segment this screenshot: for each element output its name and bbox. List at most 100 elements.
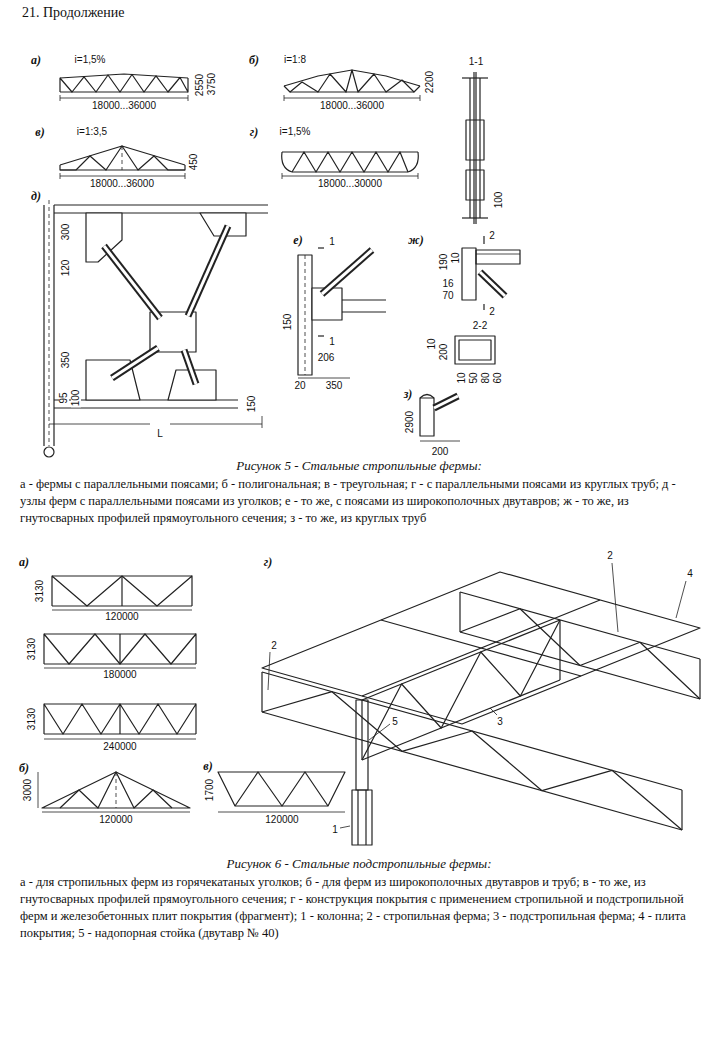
truss-pipes-line [282, 152, 292, 172]
truss-node-angles-line [112, 348, 158, 378]
callout-number: 2 [606, 551, 614, 561]
truss-triangular-line [60, 146, 185, 165]
truss-node-wide-flange-line [322, 250, 372, 294]
roof-structure-isometric [262, 563, 700, 845]
truss-node-wide-flange-line [298, 255, 312, 375]
section-1-1-line [466, 120, 484, 160]
slope-label: i=1,5% [279, 127, 312, 137]
truss-polygonal-line [284, 98, 420, 99]
truss-node-angles-line [53, 205, 54, 446]
section-1-1-line [462, 77, 488, 78]
truss-node-rect-tubes-line [480, 272, 505, 296]
truss-node-angles [44, 200, 268, 457]
truss-node-wide-flange-line [305, 255, 306, 375]
roof-structure-isometric-line [361, 700, 362, 760]
truss-node-angles-line [170, 424, 262, 425]
subtruss-triangular-line [116, 772, 117, 808]
truss-node-angles-line [262, 416, 263, 428]
roof-structure-isometric-line [460, 592, 700, 659]
subtruss-triangular-line [42, 772, 190, 808]
dimension-label: 50 [469, 371, 479, 384]
truss-node-angles-line [188, 226, 228, 316]
truss-polygonal-line [290, 91, 414, 92]
truss-triangular-line [60, 169, 185, 170]
dimension-label: 120 [61, 259, 71, 278]
truss-polygonal [284, 70, 420, 101]
truss-node-wide-flange-line [322, 250, 372, 294]
dimension-label: 3750 [207, 72, 217, 96]
dimension-label: 120000 [264, 815, 299, 825]
roof-structure-isometric-line [262, 572, 700, 724]
dimension-label: 100 [71, 389, 81, 408]
roof-structure-isometric-line [352, 790, 372, 845]
dimension-label: 200 [431, 447, 450, 457]
truss-node-angles-line [104, 246, 160, 318]
subtruss-12m-line [121, 576, 122, 606]
roof-structure-isometric-line [681, 790, 682, 830]
subtruss-trapezoid-line [218, 772, 345, 806]
dimension-label: 3130 [27, 707, 37, 731]
dimension-label: 206 [317, 353, 336, 363]
truss-node-wide-flange [298, 248, 386, 378]
caption-text: а - фермы с параллельными поясами; б - п… [20, 476, 702, 527]
dimension-label: 120000 [98, 815, 133, 825]
truss-pipes [282, 152, 419, 179]
roof-structure-isometric-line [381, 620, 581, 676]
dimension-label: 450 [189, 153, 199, 172]
truss-node-round-tubes-line [420, 398, 434, 436]
slope-label: i=1:8 [283, 55, 307, 65]
dimension-label: 1700 [205, 778, 215, 802]
subtruss-18m [44, 634, 196, 668]
truss-pipes-line [282, 176, 418, 177]
truss-parallel-chords-line [60, 98, 188, 99]
section-1-1-line [462, 217, 488, 218]
dimension-label: 3130 [27, 637, 37, 661]
dimension-label: 2550 [195, 73, 205, 97]
truss-node-round-tubes-line [420, 395, 434, 399]
figure-caption: Рисунок 6 - Стальные подстропильные ферм… [227, 856, 492, 872]
subtruss-24m-line [44, 704, 196, 734]
dimension-label: 3000 [23, 778, 33, 802]
truss-pipes-line [282, 173, 283, 179]
subtruss-24m-line [44, 739, 196, 740]
truss-parallel-chords [60, 74, 188, 101]
truss-node-angles-line [49, 424, 150, 425]
truss-parallel-chords-line [60, 95, 61, 101]
truss-node-round-tubes [420, 395, 460, 442]
figure-caption: Рисунок 5 - Стальные стропильные фермы: [236, 458, 482, 474]
dimension-label: 150 [283, 313, 293, 332]
dimension-label: 190 [439, 253, 449, 272]
subfigure-letter: б) [18, 761, 30, 776]
section-label: 1 [328, 337, 336, 347]
truss-node-round-tubes-line [434, 396, 458, 408]
roof-structure-isometric-line [490, 708, 497, 715]
subtruss-18m-line [44, 634, 196, 664]
roof-structure-isometric-line [460, 609, 700, 699]
section-1-1-line [469, 78, 470, 218]
subtruss-triangular-line [60, 772, 172, 808]
truss-triangular-line [60, 176, 185, 177]
dimension-label: 120000 [104, 612, 139, 622]
truss-node-angles-line [184, 350, 196, 384]
section-label: 1 [328, 237, 336, 247]
truss-pipes-line [282, 151, 418, 152]
dimension-label: 200 [439, 343, 449, 362]
truss-polygonal-line [420, 95, 421, 101]
dimension-label: 18000...36000 [89, 179, 155, 189]
subfigure-letter: г) [263, 555, 273, 570]
callout-number: 1 [331, 825, 339, 835]
truss-pipes-line [292, 152, 408, 172]
truss-pipes-line [408, 152, 418, 172]
truss-node-angles-line [43, 205, 44, 446]
subfigure-letter: а) [30, 53, 42, 68]
truss-node-rect-tubes-line [459, 340, 491, 360]
subtruss-12m-line [52, 576, 192, 606]
truss-pipes-line [418, 173, 419, 179]
section-1-1 [462, 72, 488, 224]
callout-number: 3 [496, 717, 504, 727]
section-label: 2 [488, 307, 496, 317]
section-1-1-line [479, 78, 480, 218]
truss-node-round-tubes-line [434, 396, 458, 408]
truss-node-round-tubes-line [420, 441, 460, 442]
